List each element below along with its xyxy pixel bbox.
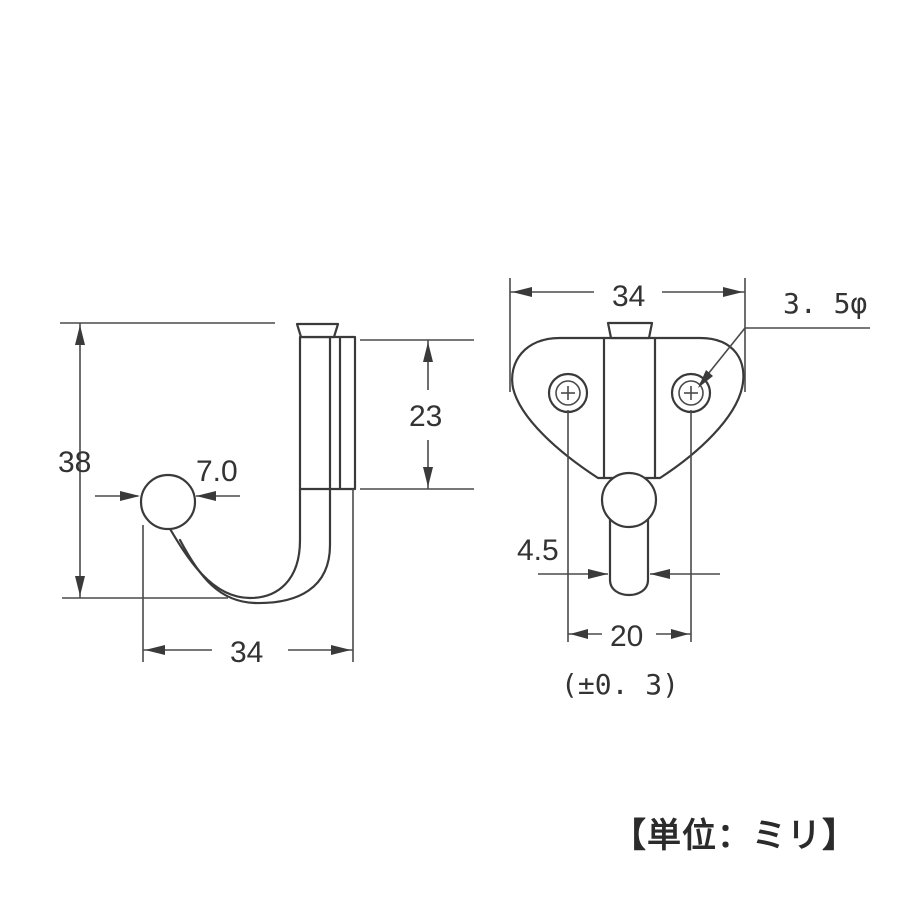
mounting-plate-side	[298, 335, 357, 491]
dim-label-ball: 7.0	[196, 455, 238, 488]
top-cap	[295, 322, 340, 339]
arrow-head	[75, 576, 85, 596]
arrow-head	[331, 645, 351, 655]
arrow-head	[120, 491, 140, 501]
dim-label-pitch: 20	[610, 620, 643, 653]
arrow-head	[570, 629, 588, 639]
unit-label: 【単位：ミリ】	[612, 816, 857, 856]
dim-label-rod: 4.5	[517, 534, 559, 567]
dim-label-hole: 3. 5φ	[783, 287, 867, 320]
side-view: 38 7.0 34 23	[58, 322, 474, 669]
hook-curve-outer	[164, 487, 302, 600]
dim-label-height: 38	[58, 446, 91, 479]
dim-label-width: 34	[612, 280, 645, 313]
dim-label-width: 34	[230, 636, 263, 669]
arrow-head	[423, 467, 433, 487]
dim-label-plate: 23	[409, 400, 442, 433]
arrow-head	[698, 370, 713, 388]
arrow-head	[75, 325, 85, 345]
screw-hole-left	[547, 372, 589, 414]
arrow-head	[650, 569, 670, 579]
front-view: 34 3. 5φ 4.5 20 (±0. 3)	[509, 278, 870, 701]
arrow-head	[512, 287, 532, 297]
hook-curve-inner	[178, 487, 332, 605]
mounting-plate-front	[511, 336, 745, 480]
arrow-head	[423, 342, 433, 362]
arrow-head	[588, 569, 608, 579]
dim-label-tolerance: (±0. 3)	[561, 668, 679, 701]
arrow-head	[723, 287, 743, 297]
ball-tip	[139, 473, 197, 531]
arrow-head	[196, 491, 216, 501]
hook-rod-front	[608, 513, 650, 596]
arrow-head	[671, 629, 689, 639]
ball-tip-front	[600, 471, 658, 529]
arrow-head	[145, 645, 165, 655]
top-cap	[606, 321, 654, 340]
